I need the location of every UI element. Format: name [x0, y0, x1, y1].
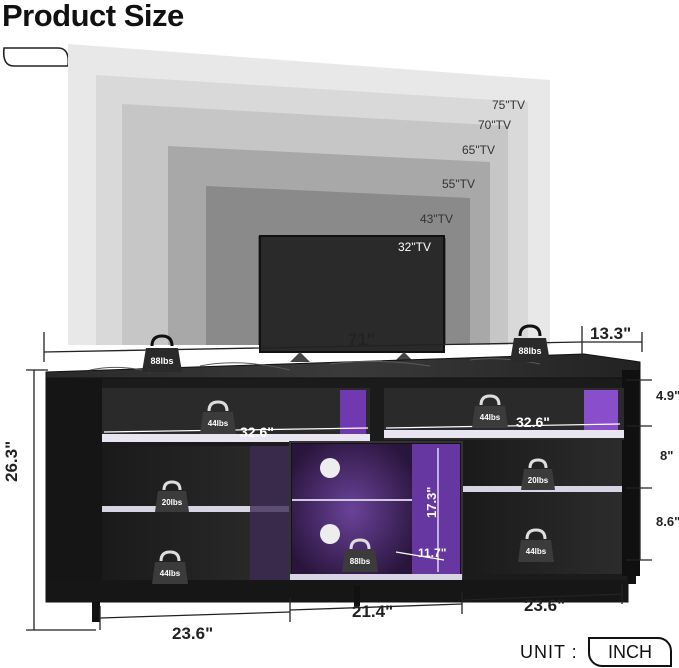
tv-label-75: 75"TV: [492, 98, 525, 112]
weight-label-right-bottom: 44lbs: [525, 547, 547, 556]
weight-icon: [200, 400, 236, 434]
weight-label-center-bottom: 88lbs: [349, 557, 371, 566]
dimension-center-width: 21.4": [352, 602, 394, 621]
right-side-dimensions: [626, 379, 652, 561]
cabinet-base: [46, 580, 628, 602]
height-dimension: [26, 369, 96, 631]
dimension-width: 71": [348, 330, 375, 349]
weight-label-left-bottom: 44lbs: [159, 569, 181, 578]
weight-icon: [510, 324, 550, 362]
weight-icon: [155, 480, 189, 512]
dimension-top-gap: 4.9": [656, 388, 679, 403]
width-dimension: [43, 326, 643, 362]
dimension-center-height: 17.3": [424, 486, 439, 518]
unit-label: UNIT :: [520, 642, 578, 662]
unit-value: INCH: [588, 637, 672, 667]
tv-stand-foot-left: [290, 352, 310, 362]
dimension-shelf-left: 32.6": [240, 424, 274, 440]
cabinet-side-left: [46, 378, 102, 602]
weight-label-right-upper: 44lbs: [479, 413, 501, 422]
tv-label-43: 43"TV: [420, 212, 453, 226]
weight-icon: [518, 528, 554, 562]
dimension-height: 26.3": [2, 440, 21, 482]
dimension-bottom-gap: 8.6": [656, 514, 679, 529]
weight-icon: [342, 538, 378, 572]
dimension-shelf-right: 32.6": [516, 414, 550, 430]
weight-icon: [152, 550, 188, 584]
tv-label-65: 65"TV: [462, 143, 495, 157]
tv-screen: [259, 235, 445, 353]
weight-label-right-mid: 20lbs: [527, 476, 549, 485]
dimension-depth: 13.3": [590, 324, 632, 343]
dimension-mid-gap: 8": [660, 448, 674, 463]
weight-label-left-upper: 44lbs: [207, 419, 229, 428]
weight-label-left-mid: 20lbs: [161, 498, 183, 507]
weight-label-top-left: 88lbs: [150, 356, 174, 366]
weight-icon: [521, 458, 555, 490]
dimension-right-width: 23.6": [524, 596, 566, 615]
page-title: Product Size: [2, 0, 184, 33]
bottom-width-dimensions: [99, 584, 623, 630]
dimension-left-width: 23.6": [172, 624, 214, 643]
weight-icon: [472, 394, 508, 428]
dimension-center-depth: 11.7": [418, 546, 447, 560]
tv-size-rectangles: [68, 44, 550, 362]
weight-label-top-right: 88lbs: [518, 346, 542, 356]
weight-icon: [142, 334, 182, 372]
cabinet-side-right: [622, 370, 640, 576]
tv-label-32: 32"TV: [398, 240, 431, 254]
tv-label-55: 55"TV: [442, 177, 475, 191]
tv-label-70: 70"TV: [478, 118, 511, 132]
